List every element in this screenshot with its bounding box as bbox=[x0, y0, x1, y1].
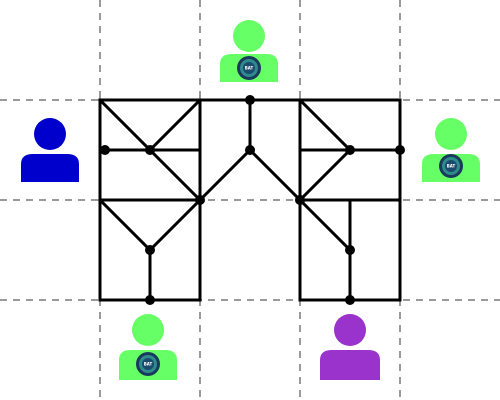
player-head bbox=[334, 314, 366, 346]
node[interactable] bbox=[345, 245, 355, 255]
node[interactable] bbox=[145, 245, 155, 255]
player-bottom-right[interactable] bbox=[320, 314, 380, 380]
player-body bbox=[320, 350, 380, 380]
node[interactable] bbox=[345, 145, 355, 155]
node[interactable] bbox=[395, 145, 405, 155]
node[interactable] bbox=[245, 145, 255, 155]
player-head bbox=[435, 118, 467, 150]
badge-icon: BAT bbox=[439, 154, 463, 178]
junction-nodes bbox=[100, 95, 405, 305]
player-head bbox=[233, 20, 265, 52]
node[interactable] bbox=[145, 295, 155, 305]
badge-text: BAT bbox=[245, 66, 254, 71]
player-bottom-left[interactable]: BAT bbox=[119, 314, 177, 380]
player-head bbox=[34, 118, 66, 150]
node[interactable] bbox=[345, 295, 355, 305]
player-right[interactable]: BAT bbox=[422, 118, 480, 182]
node[interactable] bbox=[145, 145, 155, 155]
player-left[interactable] bbox=[21, 118, 79, 182]
node[interactable] bbox=[195, 195, 205, 205]
player-top[interactable]: BAT bbox=[220, 20, 278, 82]
badge-text: BAT bbox=[447, 164, 456, 169]
player-head bbox=[132, 314, 164, 346]
badge-icon: BAT bbox=[237, 56, 261, 80]
node[interactable] bbox=[245, 95, 255, 105]
badge-text: BAT bbox=[144, 362, 153, 367]
node[interactable] bbox=[295, 195, 305, 205]
player-body bbox=[21, 154, 79, 182]
badge-icon: BAT bbox=[136, 352, 160, 376]
node[interactable] bbox=[100, 145, 110, 155]
